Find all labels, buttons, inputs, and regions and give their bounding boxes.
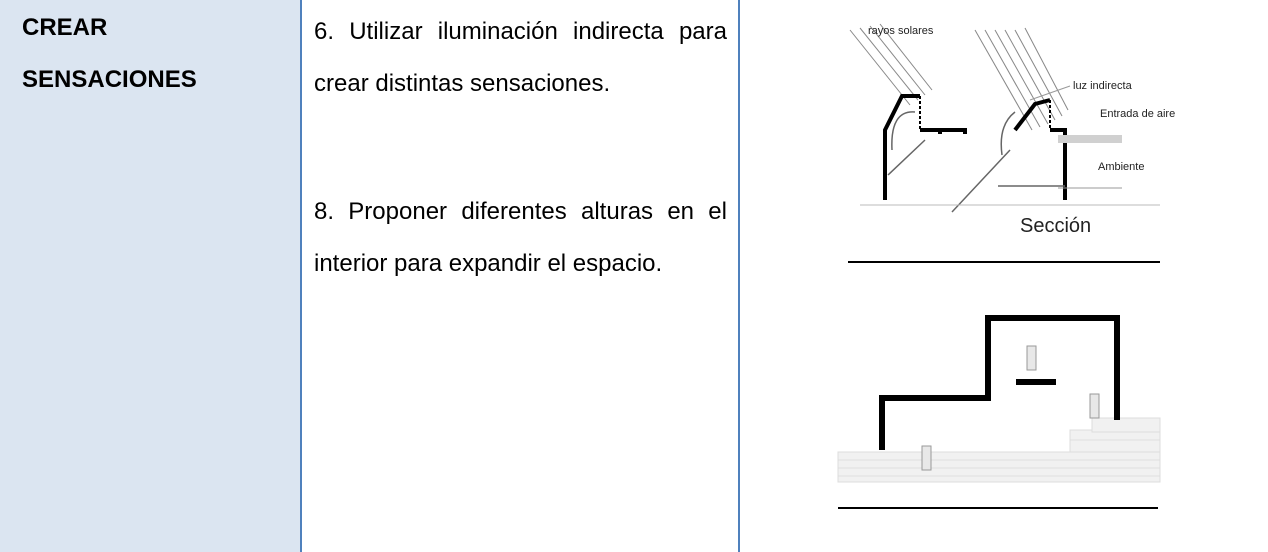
strategy-item-8: 8. Proponer diferentes alturas en el int… (314, 198, 727, 277)
illustrations: rayos solares luz indirecta Entrada de a… (837, 23, 1175, 509)
ambient-label: Ambiente (1098, 161, 1144, 173)
ground-texture (837, 417, 1161, 483)
people-figures (921, 345, 1100, 471)
building-section (883, 94, 1067, 200)
section-diagram: rayos solares luz indirecta Entrada de a… (849, 23, 1175, 237)
heights-diagram (837, 315, 1161, 483)
sun-rays-label: rayos solares (868, 25, 934, 37)
strategy-item-6: 6. Utilizar iluminación indirecta para c… (314, 18, 727, 97)
indirect-light-label: luz indirecta (1073, 80, 1133, 92)
strategies-cell: 6. Utilizar iluminación indirecta para c… (302, 0, 740, 552)
category-line-2: SENSACIONES (22, 66, 197, 93)
category-cell: CREAR SENSACIONES (0, 0, 302, 552)
illustration-cell: rayos solares luz indirecta Entrada de a… (740, 0, 1268, 552)
sun-rays (849, 23, 1069, 131)
air-inlet-label: Entrada de aire (1100, 108, 1175, 120)
light-arrows (887, 111, 1065, 213)
section-label: Sección (1020, 215, 1091, 237)
category-line-1: CREAR (22, 14, 108, 41)
